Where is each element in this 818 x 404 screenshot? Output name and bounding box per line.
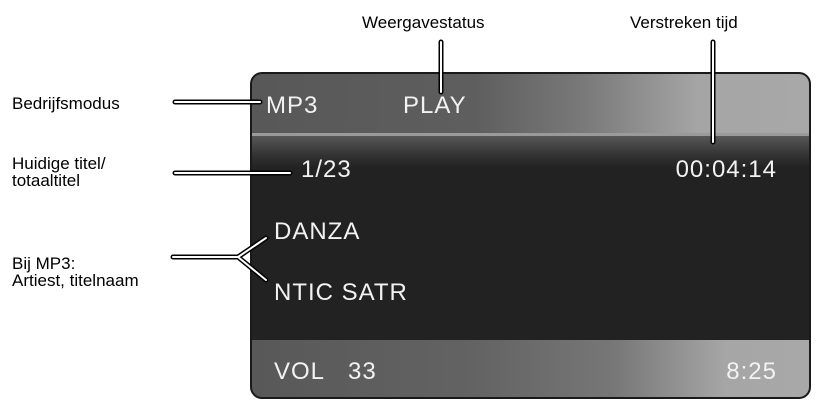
- clock: 8:25: [726, 358, 777, 385]
- callout-elapsed-time: Verstreken tijd: [630, 13, 738, 32]
- callout-playback-status: Weergavestatus: [362, 13, 485, 32]
- status-separator: [252, 133, 809, 136]
- track-title: NTIC SATR: [274, 279, 408, 306]
- artist-name: DANZA: [274, 218, 361, 245]
- elapsed-time: 00:04:14: [675, 156, 777, 183]
- volume-bar: [252, 340, 809, 397]
- volume-label: VOL: [274, 358, 326, 385]
- mode-indicator: MP3: [266, 92, 319, 119]
- callout-operating-mode: Bedrijfsmodus: [12, 94, 120, 113]
- track-counter: 1/23: [301, 156, 352, 183]
- callout-current-title: Huidige titel/ totaaltitel: [12, 155, 106, 189]
- playback-status: PLAY: [403, 92, 467, 119]
- status-bar: [252, 74, 809, 133]
- callout-mp3-info: Bij MP3: Artiest, titelnaam: [12, 255, 139, 289]
- track-bar: [252, 136, 809, 168]
- callout-mp3-info-line1: Bij MP3:: [12, 254, 76, 273]
- volume-value: 33: [348, 358, 377, 385]
- callout-current-title-line1: Huidige titel/: [12, 154, 106, 173]
- player-display: MP3 PLAY 1/23 00:04:14 DANZA NTIC SATR V…: [250, 72, 811, 399]
- callout-current-title-line2: totaaltitel: [12, 171, 81, 190]
- callout-mp3-info-line2: Artiest, titelnaam: [12, 271, 139, 290]
